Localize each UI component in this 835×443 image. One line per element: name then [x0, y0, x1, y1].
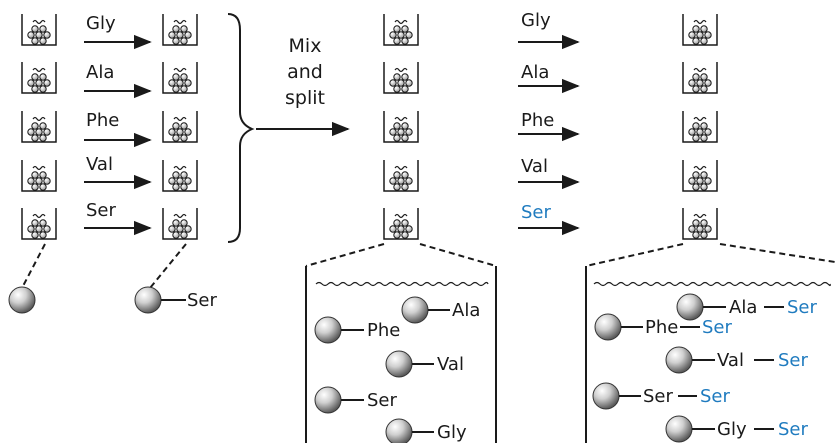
zoom-dashed-line [21, 243, 46, 289]
amino-acid-label-phe: Phe [86, 110, 119, 131]
amino-acid-label-ser: Ser [86, 200, 117, 221]
pool-peptide-label-added: Ser [700, 386, 731, 407]
curly-brace [227, 13, 255, 243]
resin-bead [401, 296, 429, 324]
liquid-surface [593, 281, 831, 287]
column-4-vessels [682, 13, 718, 240]
reaction-vessel [682, 159, 718, 192]
reaction-vessel [383, 61, 419, 94]
reaction-vessel [682, 13, 718, 46]
resin-bead [314, 316, 342, 344]
amino-acid-label-phe: Phe [521, 110, 554, 131]
reaction-vessel [383, 159, 419, 192]
pool-peptide-label-added: Ser [787, 297, 818, 318]
resin-bead [665, 346, 693, 374]
column-1-vessels [21, 13, 57, 240]
pool-peptide-label: Ser [643, 386, 674, 407]
amino-acid-label-gly: Gly [521, 10, 551, 31]
mix-label-line-1: Mix [289, 35, 322, 57]
pool-peptide-label: Phe [367, 320, 400, 341]
pool-container [305, 266, 497, 443]
pool-peptide-label-added: Ser [778, 350, 809, 371]
pool-peptide-label: Phe [645, 317, 678, 338]
reaction-vessel [21, 207, 57, 240]
zoom-dashed-line [585, 243, 684, 267]
reaction-vessel [383, 110, 419, 143]
reaction-vessel [682, 207, 718, 240]
zoom-dashed-line [419, 243, 497, 267]
resin-bead [134, 286, 162, 314]
pool-peptide-label-added: Ser [702, 317, 733, 338]
amino-acid-label-gly: Gly [86, 13, 116, 34]
resin-bead [594, 313, 622, 341]
column-3-vessels [383, 13, 419, 240]
zoom-dashed-line [305, 243, 385, 267]
reaction-vessel [682, 61, 718, 94]
reaction-vessel [682, 110, 718, 143]
mixed-pool-before: Ala Phe Val Ser Gly [305, 243, 497, 443]
column-1-arrows: Gly Ala Phe Val Ser [84, 13, 152, 236]
resin-bead [665, 415, 693, 443]
mixed-pool-after: Ala Ser Phe Ser Val Ser Ser Ser Gly Ser [585, 243, 835, 443]
reaction-vessel [21, 159, 57, 192]
liquid-surface [315, 281, 489, 287]
reaction-vessel [162, 13, 198, 46]
pool-peptide-label: Gly [717, 419, 747, 440]
pool-peptide-label-added: Ser [778, 419, 809, 440]
coupled-amino-acid-ser: Ser [187, 290, 218, 311]
pool-peptide-label: Ala [729, 297, 757, 318]
reaction-vessel [383, 13, 419, 46]
column-2-vessels [162, 13, 198, 240]
resin-bead [592, 382, 620, 410]
pool-peptide-label: Val [717, 350, 744, 371]
mix-label-line-3: split [285, 87, 325, 109]
amino-acid-label-val: Val [521, 156, 548, 177]
amino-acid-label-ala: Ala [86, 62, 114, 83]
resin-bead [8, 286, 36, 314]
pool-peptide-label: Val [437, 354, 464, 375]
resin-bead [385, 350, 413, 378]
zoom-dashed-line [719, 243, 835, 263]
amino-acid-label-ala: Ala [521, 62, 549, 83]
reaction-vessel [162, 159, 198, 192]
column-3-arrows: Gly Ala Phe Val Ser [518, 10, 580, 236]
reaction-vessel [162, 207, 198, 240]
reaction-vessel [21, 61, 57, 94]
reaction-vessel [162, 110, 198, 143]
pool-peptide-label: Ala [452, 300, 480, 321]
reaction-vessel [162, 61, 198, 94]
resin-bead [385, 418, 413, 443]
amino-acid-label-ser-accent: Ser [521, 202, 552, 223]
resin-bead [676, 293, 704, 321]
pool-peptide-label: Ser [367, 390, 398, 411]
resin-bead [314, 386, 342, 414]
amino-acid-label-val: Val [86, 154, 113, 175]
reaction-vessel [383, 207, 419, 240]
reaction-vessel [21, 13, 57, 46]
mix-label-line-2: and [287, 61, 323, 83]
zoom-dashed-line [149, 243, 187, 289]
pool-peptide-label: Gly [437, 422, 467, 443]
reaction-vessel [21, 110, 57, 143]
